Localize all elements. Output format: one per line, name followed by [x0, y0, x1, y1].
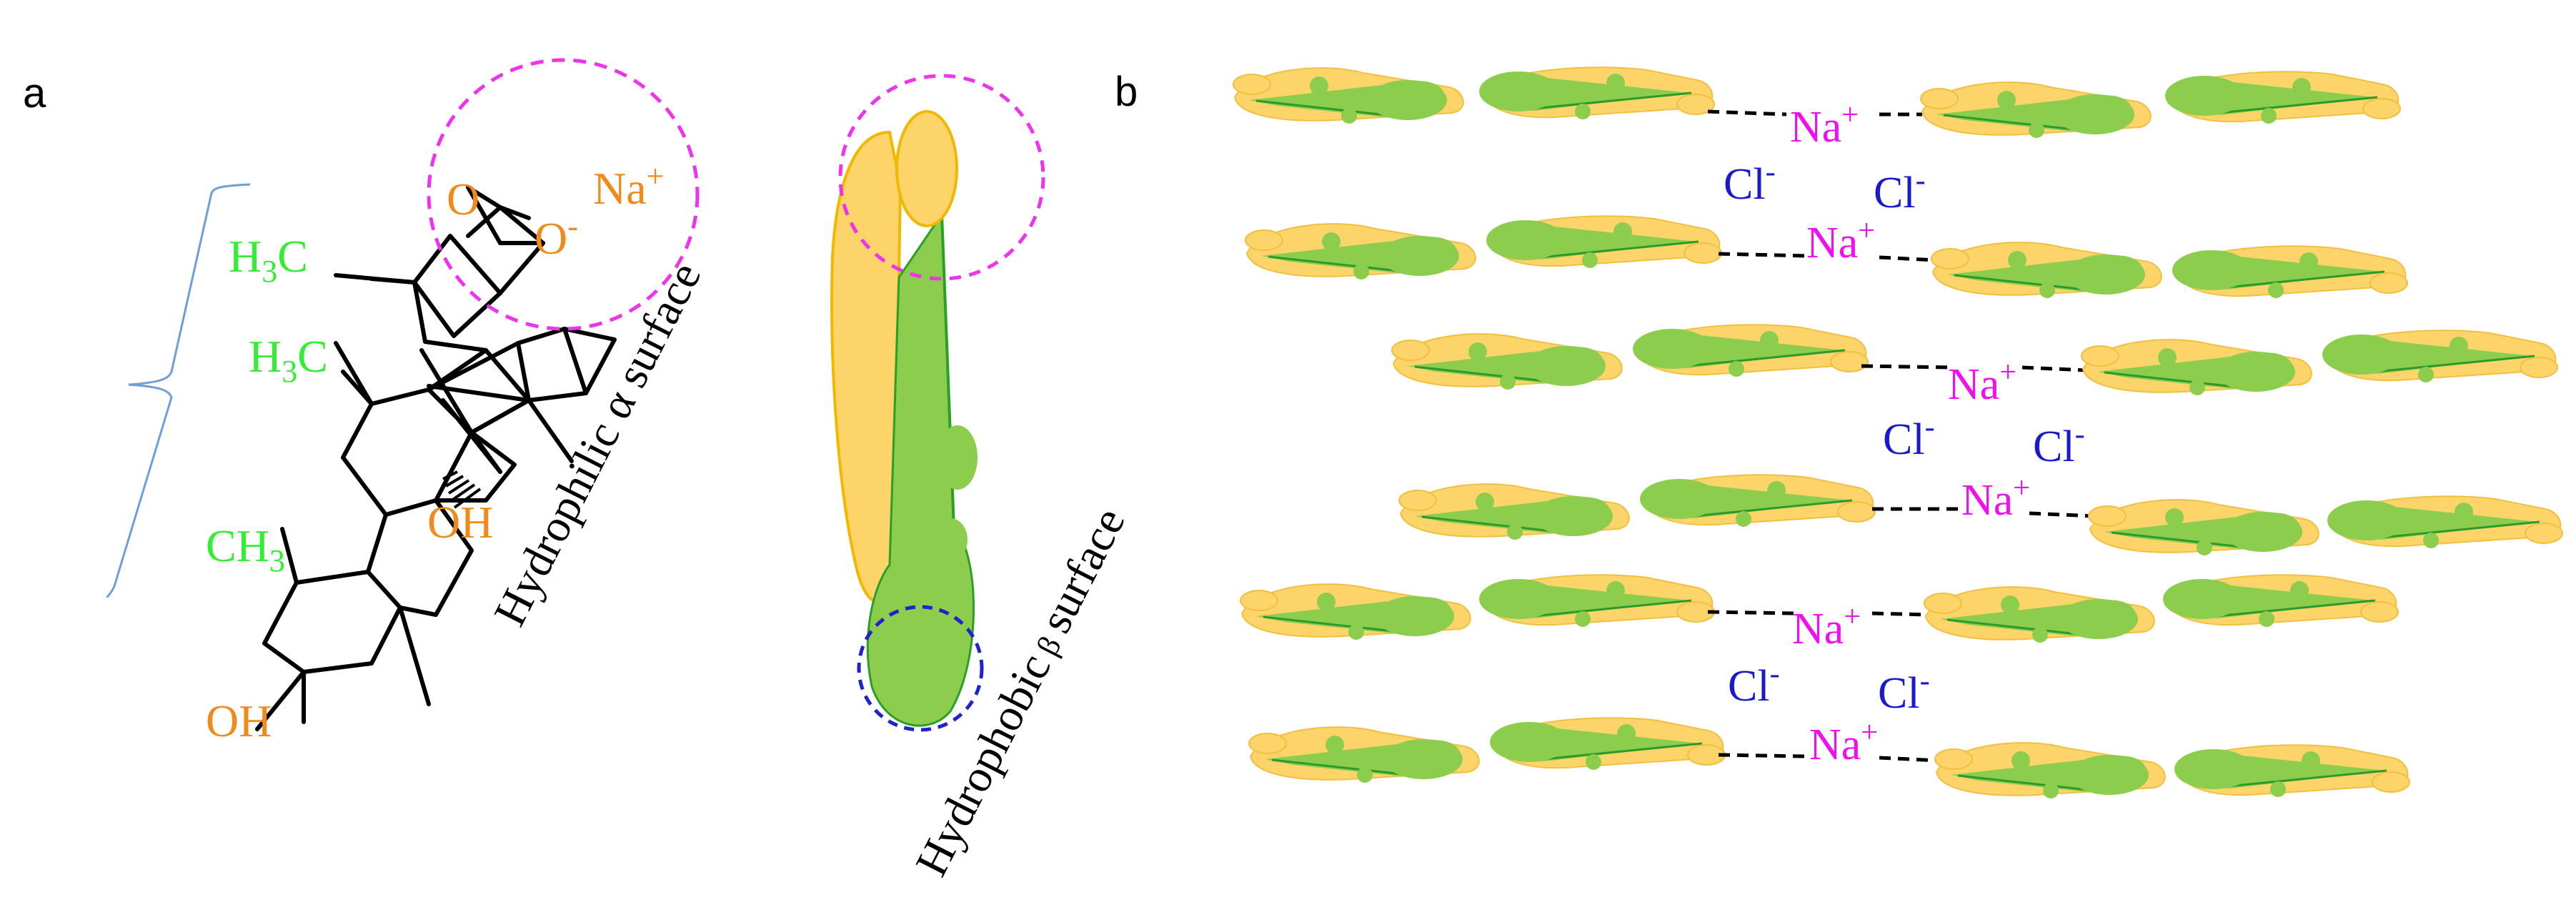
hydroxyl-bottom: OH [206, 696, 272, 746]
layer-row-1 [1232, 66, 2402, 139]
svg-text:O: O [447, 174, 479, 224]
hydrophilic-surface-label: Hydrophilic α surface [484, 254, 710, 634]
svg-text:O-: O- [534, 209, 578, 264]
layer-row-6 [1248, 716, 2411, 800]
layer-row-5 [1239, 573, 2400, 644]
counterions: Na+ Cl- Cl- Na+ Na+ Cl- Cl- Na+ Na+ Cl- … [1724, 99, 2085, 769]
chloride-ion: Cl- [1883, 411, 1935, 464]
chemical-structure: H3C H3C CH3 OH OH O O- Na+ [106, 58, 700, 746]
sodium-ion: Na+ [1806, 214, 1875, 267]
head-group [895, 110, 958, 227]
sodium-ion: Na+ [1948, 356, 2016, 409]
hydrophobic-face [866, 211, 975, 727]
layer-row-4 [1398, 473, 2564, 557]
hashed-wedge [442, 470, 482, 509]
amphiphile-cartoon [830, 74, 1045, 732]
layer-row-2 [1244, 214, 2409, 300]
hydrophilic-head-circle [838, 74, 1045, 281]
sodium-ion: Na+ [1790, 99, 1859, 152]
carboxylate-highlight-circle [427, 58, 700, 331]
sodium-ion: Na+ [1809, 716, 1878, 769]
hydrophobic-bump-lower [933, 518, 968, 561]
sodium-ion: Na+ [1792, 600, 1861, 653]
hydrophobic-tail-circle [857, 605, 984, 732]
salt-bridged-layers: Na+ Cl- Cl- Na+ Na+ Cl- Cl- Na+ Na+ Cl- … [1232, 66, 2564, 800]
svg-text:H3C: H3C [249, 331, 328, 389]
svg-text:H3C: H3C [229, 231, 308, 289]
chloride-ion: Cl- [1728, 658, 1780, 711]
hydrophobic-bump-upper [938, 425, 978, 490]
chloride-ion: Cl- [1874, 164, 1926, 217]
chloride-ion: Cl- [1724, 156, 1776, 209]
chloride-ion: Cl- [1878, 665, 1930, 718]
methyl-mid: H3C [249, 331, 328, 389]
panel-label-b: b [1115, 69, 1138, 115]
chloride-ion: Cl- [2033, 418, 2085, 471]
hydroxyl-right: OH [427, 497, 493, 548]
panel-label-a: a [23, 70, 46, 117]
layer-row-3 [1391, 323, 2559, 397]
svg-text:Na+: Na+ [593, 159, 664, 214]
structure-brace [106, 183, 251, 598]
bonds [255, 185, 617, 731]
sodium-ion: Na+ [1961, 472, 2030, 525]
methyl-top: H3C [229, 231, 308, 289]
svg-text:CH3: CH3 [206, 520, 285, 578]
methyl-low: CH3 [206, 520, 285, 578]
carboxylate-group: O O- Na+ [427, 58, 700, 331]
